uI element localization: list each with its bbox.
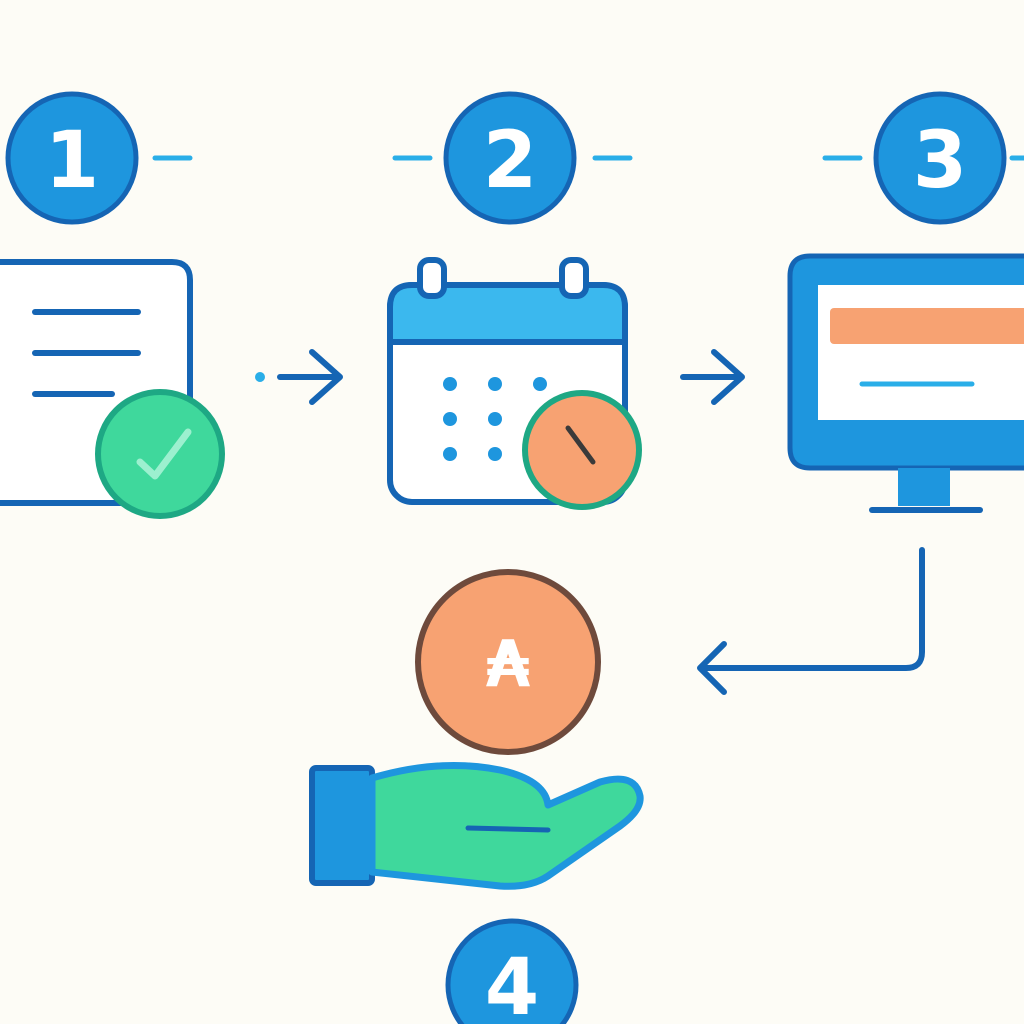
step-3-number: 3 — [913, 116, 967, 206]
step-2-number: 2 — [483, 116, 537, 206]
arrow-right-icon — [680, 349, 745, 405]
computer-monitor-icon — [787, 253, 1024, 513]
arrow-right-icon — [255, 349, 343, 405]
step-4-number: 4 — [485, 943, 539, 1024]
document-check-icon — [0, 259, 225, 519]
elbow-arrow-left-icon — [697, 547, 925, 695]
coin-icon: ₳ — [415, 569, 601, 755]
calendar-clock-icon — [387, 257, 642, 510]
hand-receiving-coin-icon: ₳ — [309, 569, 644, 890]
step-3-badge: 3 — [873, 91, 1007, 225]
step-4-badge: 4 — [445, 918, 579, 1024]
step-1-number: 1 — [45, 116, 99, 206]
coin-glyph: ₳ — [486, 628, 531, 702]
step-2-badge: 2 — [443, 91, 577, 225]
clock-badge-icon — [522, 390, 642, 510]
check-badge-icon — [95, 389, 225, 519]
step-1-badge: 1 — [5, 91, 139, 225]
